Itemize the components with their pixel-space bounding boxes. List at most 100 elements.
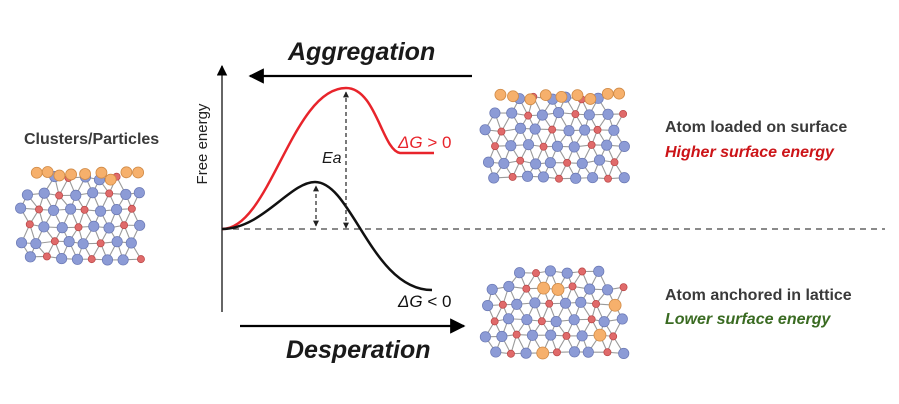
red-atom (506, 349, 515, 358)
blue-atom (133, 187, 145, 199)
orange-atom (507, 90, 519, 103)
red-atom (604, 174, 612, 183)
red-atom (553, 348, 561, 357)
upper-energy-curve (221, 86, 434, 231)
blue-atom (544, 265, 556, 277)
blue-atom (77, 238, 89, 250)
blue-atom (117, 254, 129, 266)
blue-atom (15, 202, 27, 214)
blue-atom (502, 313, 515, 325)
blue-atom (522, 139, 535, 151)
red-atom (609, 332, 618, 341)
orange-atom (41, 166, 54, 178)
blue-atom (101, 254, 114, 266)
blue-atom (545, 329, 557, 341)
surface-state-subtitle: Higher surface energy (665, 144, 834, 161)
red-atom (498, 300, 507, 309)
blue-atom (30, 238, 42, 250)
blue-atom (587, 172, 599, 184)
blue-atom (56, 222, 68, 234)
blue-atom (568, 141, 580, 153)
red-atom (35, 205, 43, 214)
red-atom (532, 269, 540, 278)
blue-atom (559, 297, 572, 309)
blue-atom (552, 107, 565, 119)
lattice-anchored-slab-illustration (479, 265, 630, 360)
lower-energy-curve (221, 180, 433, 292)
blue-atom (526, 329, 538, 341)
red-atom (524, 111, 533, 120)
blue-atom (598, 316, 610, 328)
blue-atom (618, 140, 630, 153)
orange-atom (536, 346, 550, 360)
blue-atom (582, 346, 594, 358)
blue-atom (514, 267, 526, 279)
red-atom (548, 125, 557, 134)
red-atom (80, 205, 89, 214)
blue-atom (608, 124, 620, 136)
blue-atom (134, 219, 146, 231)
red-atom (516, 156, 525, 165)
blue-atom (511, 298, 523, 310)
blue-atom (482, 156, 495, 168)
orange-atom (65, 168, 77, 181)
blue-atom (47, 204, 60, 216)
lower-delta-g-relation: < 0 (422, 292, 452, 311)
red-atom (136, 255, 145, 264)
blue-atom (111, 204, 123, 216)
red-atom (537, 317, 546, 326)
red-atom (562, 331, 571, 340)
blue-atom (506, 107, 518, 119)
red-atom (568, 282, 577, 291)
blue-atom (601, 139, 613, 151)
orange-atom (494, 88, 507, 101)
blue-atom (536, 109, 548, 121)
orange-atom (79, 168, 91, 180)
blue-atom (38, 187, 50, 199)
blue-atom (479, 124, 491, 136)
orange-atom (555, 90, 568, 103)
red-atom (619, 109, 628, 118)
blue-atom (576, 157, 588, 169)
blue-atom (537, 171, 549, 183)
blue-atom (521, 314, 533, 326)
blue-atom (551, 140, 563, 152)
red-atom (120, 221, 129, 230)
red-atom (563, 158, 572, 167)
red-atom (619, 283, 628, 292)
aggregation-label: Aggregation (288, 38, 436, 66)
blue-atom (570, 172, 582, 184)
blue-atom (71, 253, 83, 265)
blue-atom (490, 346, 502, 358)
blue-atom (520, 347, 532, 359)
red-atom (497, 127, 506, 136)
blue-atom (602, 284, 614, 296)
lower-delta-g-symbol: ΔG (398, 292, 423, 311)
blue-atom (583, 109, 595, 121)
blue-atom (88, 220, 100, 232)
orange-atom (30, 166, 43, 179)
red-atom (522, 284, 531, 293)
red-atom (96, 239, 105, 248)
orange-atom (120, 166, 133, 179)
blue-atom (87, 187, 99, 199)
red-atom (593, 125, 602, 134)
blue-atom (544, 157, 556, 169)
blue-atom (56, 253, 68, 265)
orange-atom (608, 298, 622, 312)
blue-atom (593, 265, 605, 277)
blue-atom (486, 283, 498, 295)
blue-atom (616, 313, 628, 325)
orange-atom (584, 93, 597, 105)
upper-delta-g-relation: > 0 (422, 133, 452, 152)
red-atom (610, 158, 619, 167)
red-atom (587, 315, 596, 324)
red-atom (127, 204, 136, 213)
blue-atom (125, 237, 137, 249)
orange-atom (571, 89, 584, 102)
blue-atom (498, 157, 510, 170)
orange-atom (539, 89, 552, 102)
lattice-state-title: Atom anchored in lattice (665, 287, 852, 304)
red-atom (539, 142, 548, 151)
blue-atom (575, 296, 587, 308)
